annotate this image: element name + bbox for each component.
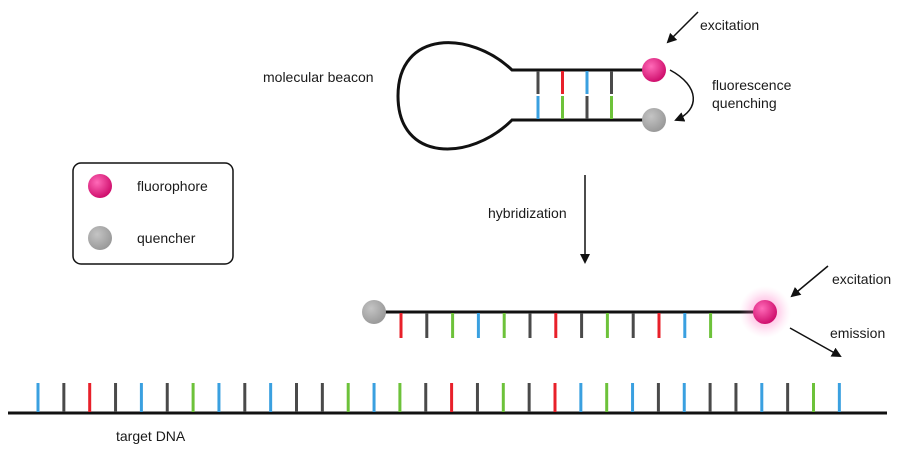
beacon-quencher — [642, 108, 666, 132]
quenching-arrow — [669, 69, 694, 122]
legend-quencher-swatch — [88, 226, 112, 250]
legend-quencher-label: quencher — [137, 230, 196, 246]
excitation-arrow-bottom — [790, 265, 829, 298]
probe-bases — [399, 313, 713, 338]
hybridization-label: hybridization — [488, 205, 567, 221]
beacon-fluorophore — [642, 58, 666, 82]
probe-fluorophore — [753, 300, 777, 324]
excitation-arrow-top — [666, 11, 699, 44]
emission-arrow — [789, 327, 842, 357]
beacon-stem-bases — [536, 71, 613, 119]
emission-label: emission — [830, 325, 885, 341]
legend-fluorophore-label: fluorophore — [137, 178, 208, 194]
legend-box — [72, 162, 234, 265]
molecular-beacon-label: molecular beacon — [263, 69, 374, 85]
target-dna-bases — [36, 383, 841, 412]
target-dna-label: target DNA — [116, 428, 186, 444]
excitation-label-top: excitation — [700, 17, 759, 33]
legend-fluorophore-swatch — [88, 174, 112, 198]
excitation-label-bottom: excitation — [832, 271, 891, 287]
probe-quencher — [362, 300, 386, 324]
quenching-label: quenching — [712, 95, 777, 111]
beacon-loop — [396, 41, 652, 151]
fluorescence-label: fluorescence — [712, 77, 792, 93]
